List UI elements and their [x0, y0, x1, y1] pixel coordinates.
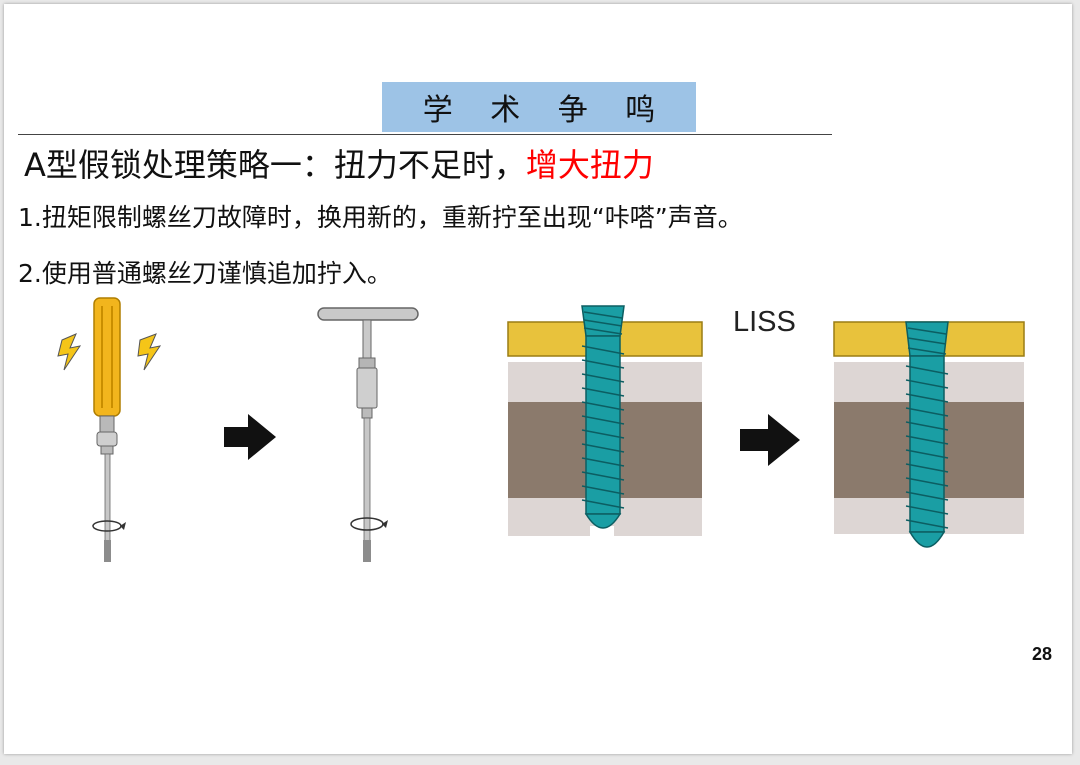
point-1: 1.扭矩限制螺丝刀故障时，换用新的，重新拧至出现“咔嗒”声音。 — [18, 203, 743, 232]
slide-title: 学 术 争 鸣 — [382, 82, 696, 132]
arrow-right-icon — [224, 414, 276, 460]
t-screwdriver-shaft — [363, 417, 371, 547]
liss-before-illustration — [498, 296, 712, 566]
locking-screw — [581, 305, 625, 529]
liss-label: LISS — [733, 306, 796, 338]
page-number: 28 — [1032, 644, 1053, 664]
heading-prefix: A型假锁处理策略一：扭力不足时， — [24, 146, 526, 184]
liss-after-illustration — [826, 312, 1036, 566]
screwdriver-handle — [93, 297, 121, 417]
title-divider — [18, 134, 832, 135]
torque-screwdriver-illustration — [57, 297, 162, 562]
t-handle-screwdriver-illustration — [317, 307, 419, 562]
rotation-icon — [350, 517, 388, 531]
locking-screw — [905, 321, 949, 548]
lightning-icon — [57, 333, 82, 371]
rotation-icon — [92, 520, 126, 532]
point-2: 2.使用普通螺丝刀谨慎追加拧入。 — [18, 259, 392, 288]
t-handle — [317, 307, 419, 321]
lightning-icon — [137, 333, 162, 371]
strategy-heading: A型假锁处理策略一：扭力不足时，增大扭力 — [24, 140, 654, 186]
heading-accent: 增大扭力 — [525, 146, 654, 184]
arrow-right-icon — [740, 414, 800, 466]
